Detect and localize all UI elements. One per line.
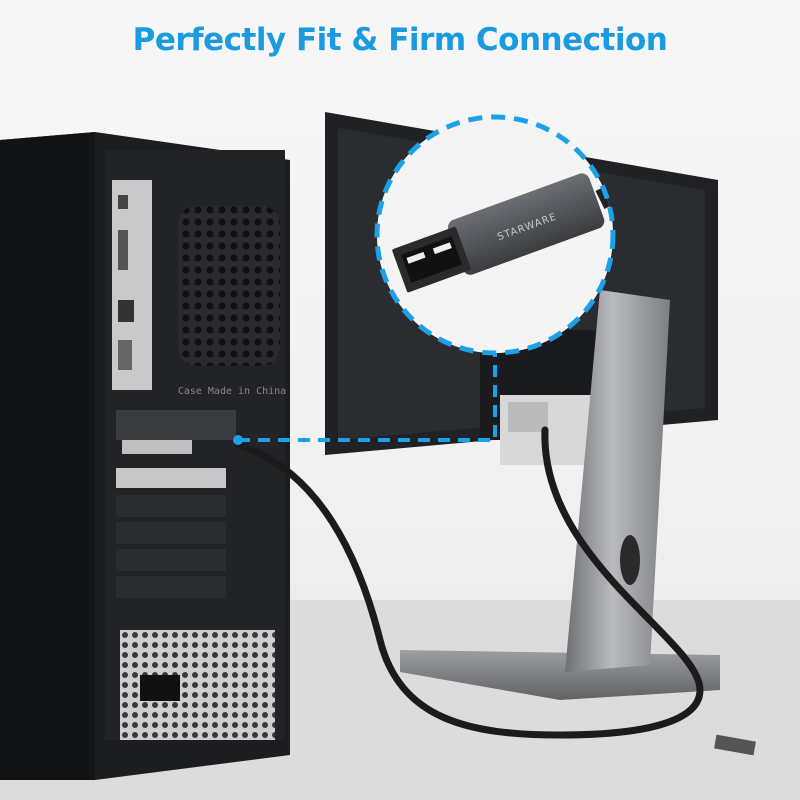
callout-dot	[233, 435, 243, 445]
displayport-cable	[234, 426, 704, 739]
connector-callout: STARWARE	[374, 114, 616, 356]
callout-line	[238, 352, 497, 442]
monitor-stand	[400, 290, 720, 700]
case-label: Case Made in China	[178, 386, 286, 397]
pc-case: Case Made in China	[0, 132, 290, 780]
headline: Perfectly Fit & Firm Connection	[132, 22, 668, 58]
